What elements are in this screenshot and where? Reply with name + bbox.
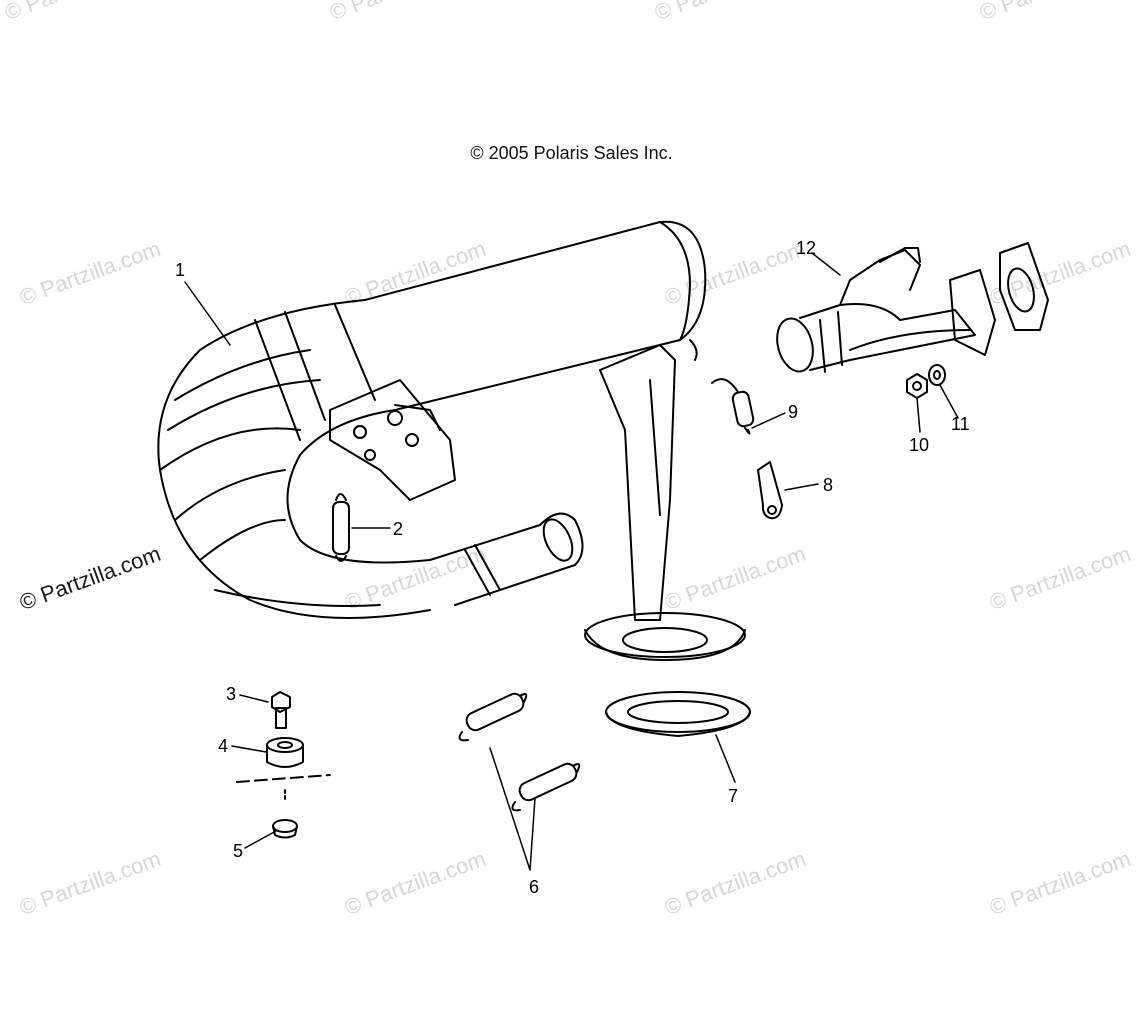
nut-part-5	[272, 819, 298, 839]
leader-lines	[184, 252, 959, 871]
callout-12: 12	[796, 238, 816, 258]
spring-part-9	[711, 378, 755, 435]
clamp-part-8	[757, 461, 783, 520]
callout-6: 6	[529, 877, 539, 897]
grommet-part-7	[605, 691, 751, 737]
callout-7: 7	[728, 786, 738, 806]
copyright-text: © 2005 Polaris Sales Inc.	[470, 143, 673, 163]
callout-1: 1	[175, 260, 185, 280]
callout-9: 9	[788, 402, 798, 422]
washer-part-11	[928, 364, 946, 386]
gasket-part	[999, 242, 1049, 331]
callout-3: 3	[226, 684, 236, 704]
callout-2: 2	[393, 519, 403, 539]
bolt-part-3	[271, 691, 291, 729]
callout-10: 10	[909, 435, 929, 455]
bushing-part-4	[266, 737, 304, 768]
callout-5: 5	[233, 841, 243, 861]
callout-11: 11	[951, 414, 970, 434]
spring-part-2	[332, 493, 350, 562]
muffler-part	[157, 220, 746, 661]
nut-part-10	[906, 373, 928, 399]
callout-8: 8	[823, 475, 833, 495]
exhaust-manifold-part	[776, 247, 996, 373]
callout-4: 4	[218, 736, 228, 756]
springs-part-6	[458, 692, 581, 812]
callout-labels: 1 2 3 4 5 6 7 8 9 10 11 12	[175, 238, 970, 897]
